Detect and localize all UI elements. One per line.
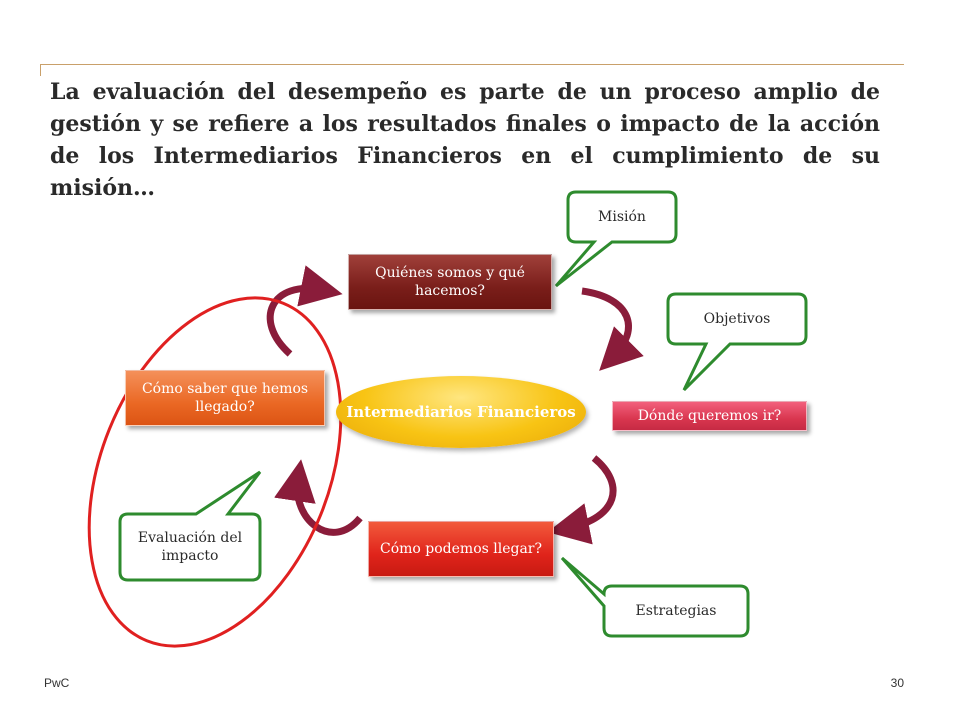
footer-brand: PwC: [44, 676, 70, 690]
cycle-arrow-bottom-right: [547, 455, 617, 545]
center-intermediarios-financieros: Intermediarios Financieros: [336, 376, 586, 448]
callout-estrategias-label: Estrategias: [635, 603, 717, 619]
step-quienes-somos: Quiénes somos y qué hacemos?: [348, 254, 552, 310]
step-como-saber-que-hemos-llegado: Cómo saber que hemos llegado?: [125, 370, 325, 426]
callout-objetivos-shape: [666, 292, 808, 392]
callout-estrategias-shape: [560, 556, 750, 638]
callout-mision-label: Misión: [598, 209, 646, 225]
page-number: 30: [890, 676, 904, 690]
callout-evaluacion-shape: [118, 470, 262, 582]
slide-title: La evaluación del desempeño es parte de …: [50, 79, 880, 201]
cycle-arrow-top-right: [581, 287, 644, 371]
cycle-arrow-top-left: [266, 265, 343, 357]
header-rule: [40, 64, 904, 65]
step-como-podemos-llegar: Cómo podemos llegar?: [368, 521, 554, 577]
callout-objetivos-label: Objetivos: [703, 311, 771, 327]
step-donde-queremos-ir: Dónde queremos ir?: [612, 401, 807, 431]
highlight-ellipse: [87, 296, 343, 648]
callout-mision-shape: [554, 190, 678, 288]
callout-evaluacion-label: Evaluación del impacto: [137, 530, 243, 564]
header-rule-tick: [40, 64, 41, 76]
